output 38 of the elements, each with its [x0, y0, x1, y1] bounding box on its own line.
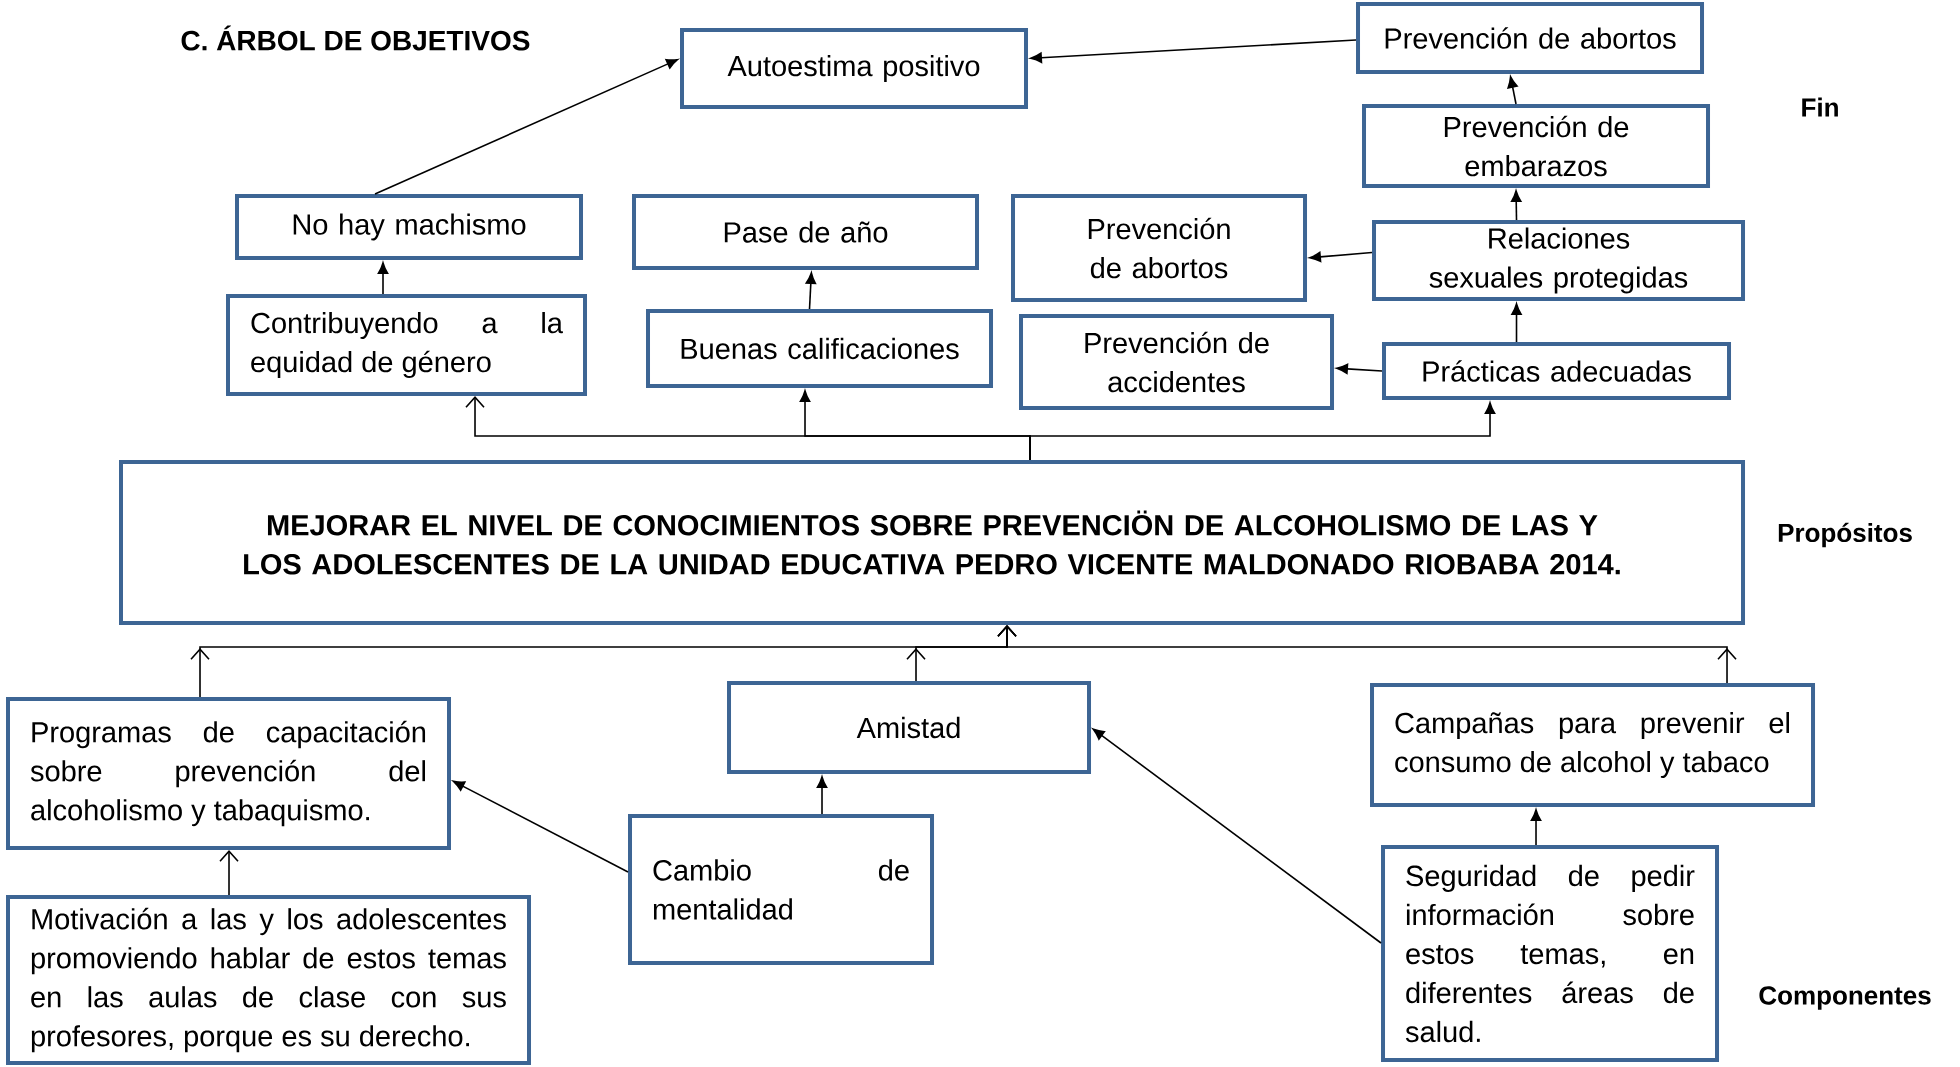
objective-box: Buenas calificaciones	[646, 309, 993, 388]
objective-box: Programas de capacitación sobre prevención del alcoholismo y tabaquismo.	[6, 697, 451, 850]
objective-box: Prácticas adecuadas	[1382, 342, 1731, 400]
objective-box: Pase de año	[632, 194, 979, 270]
arrow	[816, 776, 828, 815]
title: C. ÁRBOL DE OBJETIVOS	[181, 25, 530, 51]
objective-box: Prevención de accidentes	[1019, 314, 1334, 410]
level-label: Fin	[1802, 97, 1838, 117]
objective-box: Prevención de abortos	[1011, 194, 1307, 302]
arrow	[1092, 728, 1382, 944]
arrow	[1030, 39, 1357, 64]
arrow	[452, 780, 629, 873]
arrow	[1511, 303, 1522, 343]
arrow	[219, 850, 239, 896]
arrow	[997, 625, 1737, 684]
objective-box: Prevención de abortos	[1356, 2, 1704, 74]
objective-box: Motivación a las y los adolescentes promoviendo hablar de estos temas en las aulas de clase con sus profesores, porque es su derecho.	[6, 895, 531, 1065]
arrow	[1029, 402, 1496, 461]
arrow	[377, 262, 389, 295]
arrow	[1507, 76, 1518, 105]
objective-box: Contribuyendo a la equidad de género	[226, 294, 587, 396]
objective-box: Amistad	[727, 681, 1091, 774]
objective-box: Relaciones sexuales protegidas	[1372, 220, 1745, 301]
objective-box: Seguridad de pedir información sobre estos temas, en diferentes áreas de salud.	[1381, 845, 1719, 1062]
objective-box: Cambio de mentalidad	[628, 814, 934, 965]
purpose-box: MEJORAR EL NIVEL DE CONOCIMIENTOS SOBRE PREVENCIÖN DE ALCOHOLISMO DE LAS Y LOS ADOLESCENTES DE LA UNIDAD EDUCATIVA PEDRO VICENTE MALDONADO RIOBABA 2014.	[119, 460, 1745, 625]
objective-box: Campañas para prevenir el consumo de alcohol y tabaco	[1370, 683, 1815, 807]
arrow	[1336, 363, 1383, 375]
level-label: Componentes	[1759, 986, 1931, 1010]
objective-box: No hay machismo	[235, 194, 583, 260]
arrow	[1309, 251, 1373, 263]
arrow	[374, 58, 679, 195]
arrow	[1510, 190, 1522, 221]
arrow	[805, 272, 817, 310]
level-label: Propósitos	[1778, 522, 1912, 548]
objective-box: Autoestima positivo	[680, 28, 1028, 109]
objective-box: Prevención de embarazos	[1362, 104, 1710, 188]
arrow	[1530, 809, 1542, 846]
